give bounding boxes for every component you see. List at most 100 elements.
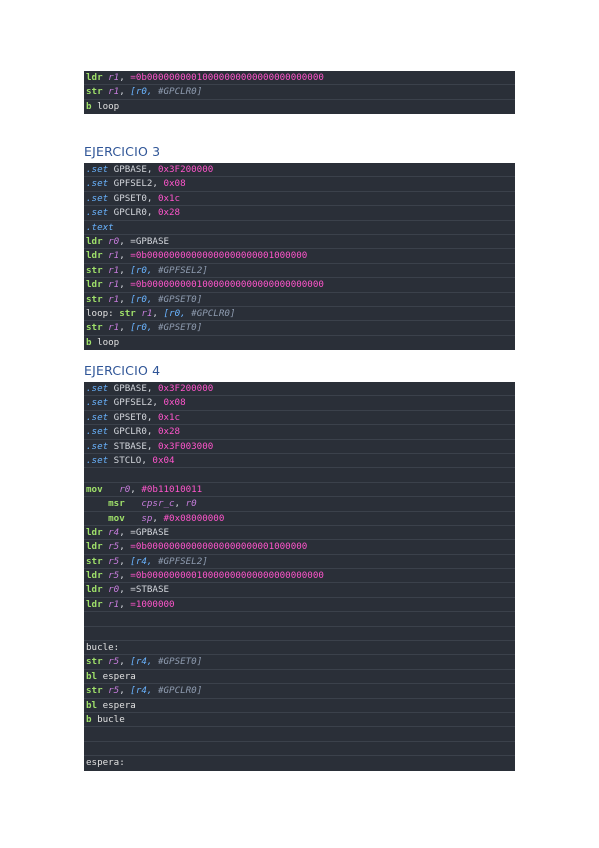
code-line: .text [84,221,515,235]
code-token: , [152,307,164,319]
code-token: , =GPBASE [119,235,170,247]
code-token: bucle: [86,642,120,654]
code-token: b [86,100,98,112]
code-token: =0b00000000010000000000000000000000 [130,279,324,291]
code-token: =0b00000000000000000000001000000 [130,541,308,553]
code-line: .set GPCLR0, 0x28 [84,206,515,221]
code-line: bl espera [84,699,515,713]
code-token: 0x3F200000 [157,383,214,394]
code-token: 0x08 [163,397,186,409]
code-token: ldr [86,250,109,262]
code-line: str r5, [r4, #GPCLR0] [84,684,515,699]
code-token: 0x28 [157,207,181,219]
code-token: 0x1c [157,192,181,204]
code-token: bucle [97,713,125,725]
code-token: r1 [108,264,120,276]
code-token: GPSET0, [113,411,158,423]
code-line: bucle: [84,641,515,656]
code-token: #0x08000000 [163,512,225,524]
code-token: loop [97,100,120,112]
code-token: b [86,713,98,725]
code-token: espera: [86,757,125,769]
code-line: ldr r5, =0b00000000000000000000001000000 [84,540,515,555]
code-token: [r0, [130,322,158,334]
code-line: ldr r1, =1000000 [84,598,515,613]
code-line: msr cpsr_c, r0 [84,497,515,512]
code-line: b loop [84,336,515,350]
code-token: sp [141,512,153,524]
code-line [84,627,515,642]
code-line: .set GPFSEL2, 0x08 [84,177,515,192]
code-line: .set GPSET0, 0x1c [84,411,515,426]
code-line: str r1, [r0, #GPCLR0] [84,85,515,100]
code-token: ldr [86,526,109,538]
code-token: , [119,685,131,697]
code-line [84,727,515,742]
code-token [86,498,108,509]
code-token: r1 [108,279,120,291]
code-token: , [119,541,131,553]
code-line [84,612,515,627]
code-token: espera [102,670,136,682]
code-line: str r1, [r0, #GPSET0] [84,321,515,336]
code-line: .set GPBASE, 0x3F200000 [84,163,515,178]
code-line [84,468,515,483]
code-token: .text [86,221,114,233]
code-token: , [119,72,131,83]
code-token: #GPCLR0] [157,685,203,697]
code-token: , [119,598,131,610]
code-token: #GPFSEL2] [157,555,208,567]
code-token: GPCLR0, [113,426,158,438]
code-token: bl [86,670,103,682]
code-line: str r1, [r0, #GPFSEL2] [84,264,515,279]
code-token: #GPSET0] [157,293,203,305]
code-token: str [86,264,109,276]
code-token: GPFSEL2, [113,397,164,409]
code-token: 0x08 [163,178,186,190]
code-token: r5 [108,656,120,668]
code-token: mov [108,512,142,524]
code-token: r1 [108,86,120,98]
code-token: r0 [108,584,120,596]
code-token: espera [102,699,136,711]
code-token: 0x04 [152,454,175,466]
code-line: loop: str r1, [r0, #GPCLR0] [84,307,515,322]
code-token: GPBASE, [113,164,158,175]
code-line: ldr r1, =0b00000000000000000000001000000 [84,249,515,264]
code-token: , [119,86,131,98]
code-token: , [119,322,131,334]
code-line: ldr r4, =GPBASE [84,526,515,541]
code-token: mov [86,483,120,495]
code-token: [r4, [130,685,158,697]
code-token: #GPCLR0] [157,86,203,98]
code-token: .set [86,440,114,452]
code-token: STCLO, [113,454,153,466]
code-token: r5 [108,555,120,567]
code-token: r1 [108,250,120,262]
code-token: ldr [86,235,109,247]
code-token: r1 [141,307,153,319]
code-token: ldr [86,584,109,596]
code-token: [r0, [130,293,158,305]
code-line: mov r0, #0b11010011 [84,483,515,498]
code-token: , [152,512,164,524]
code-token: =0b00000000000000000000001000000 [130,250,308,262]
code-token: =0b00000000010000000000000000000000 [130,570,324,582]
code-line: espera: [84,756,515,770]
code-token: .set [86,164,114,175]
code-token: r1 [108,72,120,83]
code-token: [r0, [130,86,158,98]
code-token: str [86,322,109,334]
code-token: bl [86,699,103,711]
code-token [86,513,108,524]
heading-ejercicio-4: EJERCICIO 4 [84,363,161,378]
code-line: .set STCLO, 0x04 [84,454,515,469]
code-token: ldr [86,72,109,83]
code-token: .set [86,411,114,423]
code-token: .set [86,178,114,190]
code-token: #0b11010011 [141,483,203,495]
code-line: ldr r1, =0b00000000010000000000000000000… [84,71,515,86]
code-line: .set GPBASE, 0x3F200000 [84,382,515,397]
code-token: [r4, [130,656,158,668]
code-line: b loop [84,100,515,114]
